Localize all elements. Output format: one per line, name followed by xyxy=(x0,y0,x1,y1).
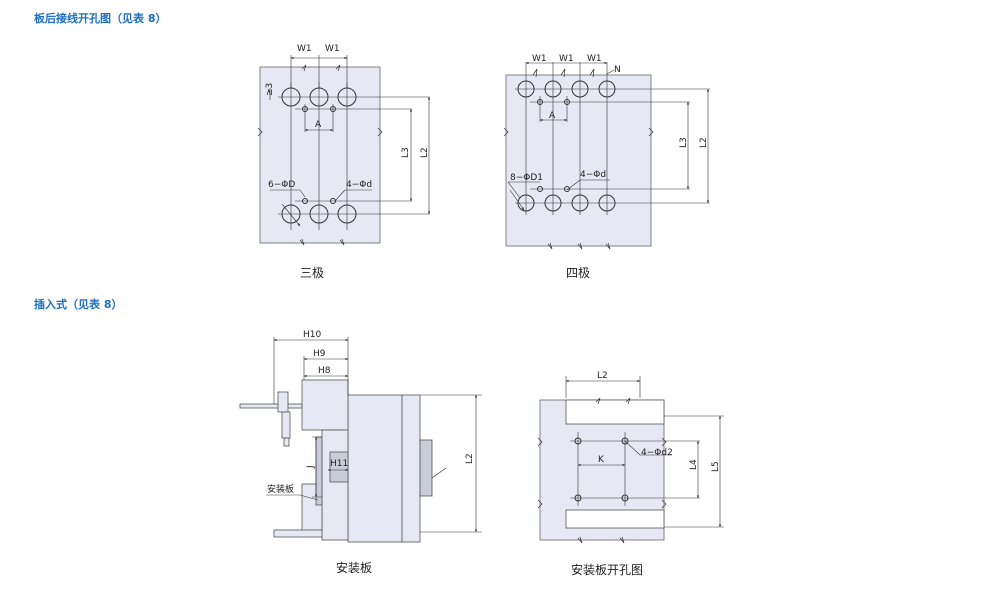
cutout-diagram xyxy=(537,376,724,544)
label-h11: H11 xyxy=(330,459,348,469)
label-n: N xyxy=(614,65,621,75)
cutout-labels: L2 K 4−Φd2 L4 L5 xyxy=(597,371,721,472)
four-pole-labels: W1 W1 W1 N A L3 L2 8−ΦD1 4−Φd xyxy=(510,54,709,183)
label-4-phi-d2: 4−Φd2 xyxy=(641,448,673,458)
rear-wiring-title: 板后接线开孔图（见表 8） xyxy=(34,12,167,25)
three-pole-diagram xyxy=(257,55,431,246)
label-l2: L2 xyxy=(420,147,430,158)
label-l5: L5 xyxy=(711,461,721,472)
four-pole-diagram xyxy=(503,61,710,250)
label-h9: H9 xyxy=(313,349,326,359)
label-w1: W1 xyxy=(325,44,340,54)
label-l3: L3 xyxy=(679,137,689,148)
label-a: A xyxy=(315,120,322,130)
plugin-side-view xyxy=(239,337,482,543)
label-w1: W1 xyxy=(559,54,574,64)
label-k: K xyxy=(598,455,605,465)
three-pole-caption: 三极 xyxy=(300,266,325,280)
label-6-phi-d: 6−ΦD xyxy=(268,180,295,190)
label-mounting-plate: 安装板 xyxy=(267,483,294,495)
label-a: A xyxy=(549,111,556,121)
label-l2: L2 xyxy=(597,371,608,381)
plugin-title: 插入式（见表 8） xyxy=(34,298,123,311)
label-8-phi-d1: 8−ΦD1 xyxy=(510,173,543,183)
label-h8: H8 xyxy=(318,366,331,376)
label-l4: L4 xyxy=(689,459,699,470)
label-ge3: ≥3 xyxy=(265,83,275,96)
three-pole-labels: W1 W1 ≥3 A L3 L2 6−ΦD 4−Φd xyxy=(265,44,430,190)
mounting-plate-caption: 安装板 xyxy=(336,561,373,575)
breaker-body xyxy=(347,394,421,543)
label-l3: L3 xyxy=(401,147,411,158)
four-pole-caption: 四极 xyxy=(566,266,591,280)
label-w1: W1 xyxy=(532,54,547,64)
label-w1: W1 xyxy=(587,54,602,64)
label-j: J xyxy=(306,465,316,469)
plugin-side-labels: H10 H9 H8 L2 J H11 安装板 xyxy=(267,330,475,495)
label-l2: L2 xyxy=(465,453,475,464)
label-h10: H10 xyxy=(303,330,321,340)
label-w1: W1 xyxy=(297,44,312,54)
four-pole-plate xyxy=(505,74,652,247)
cutout-caption: 安装板开孔图 xyxy=(571,563,644,577)
label-4-phi-d: 4−Φd xyxy=(580,170,606,180)
label-l2: L2 xyxy=(699,137,709,148)
label-4-phi-d: 4−Φd xyxy=(346,180,372,190)
